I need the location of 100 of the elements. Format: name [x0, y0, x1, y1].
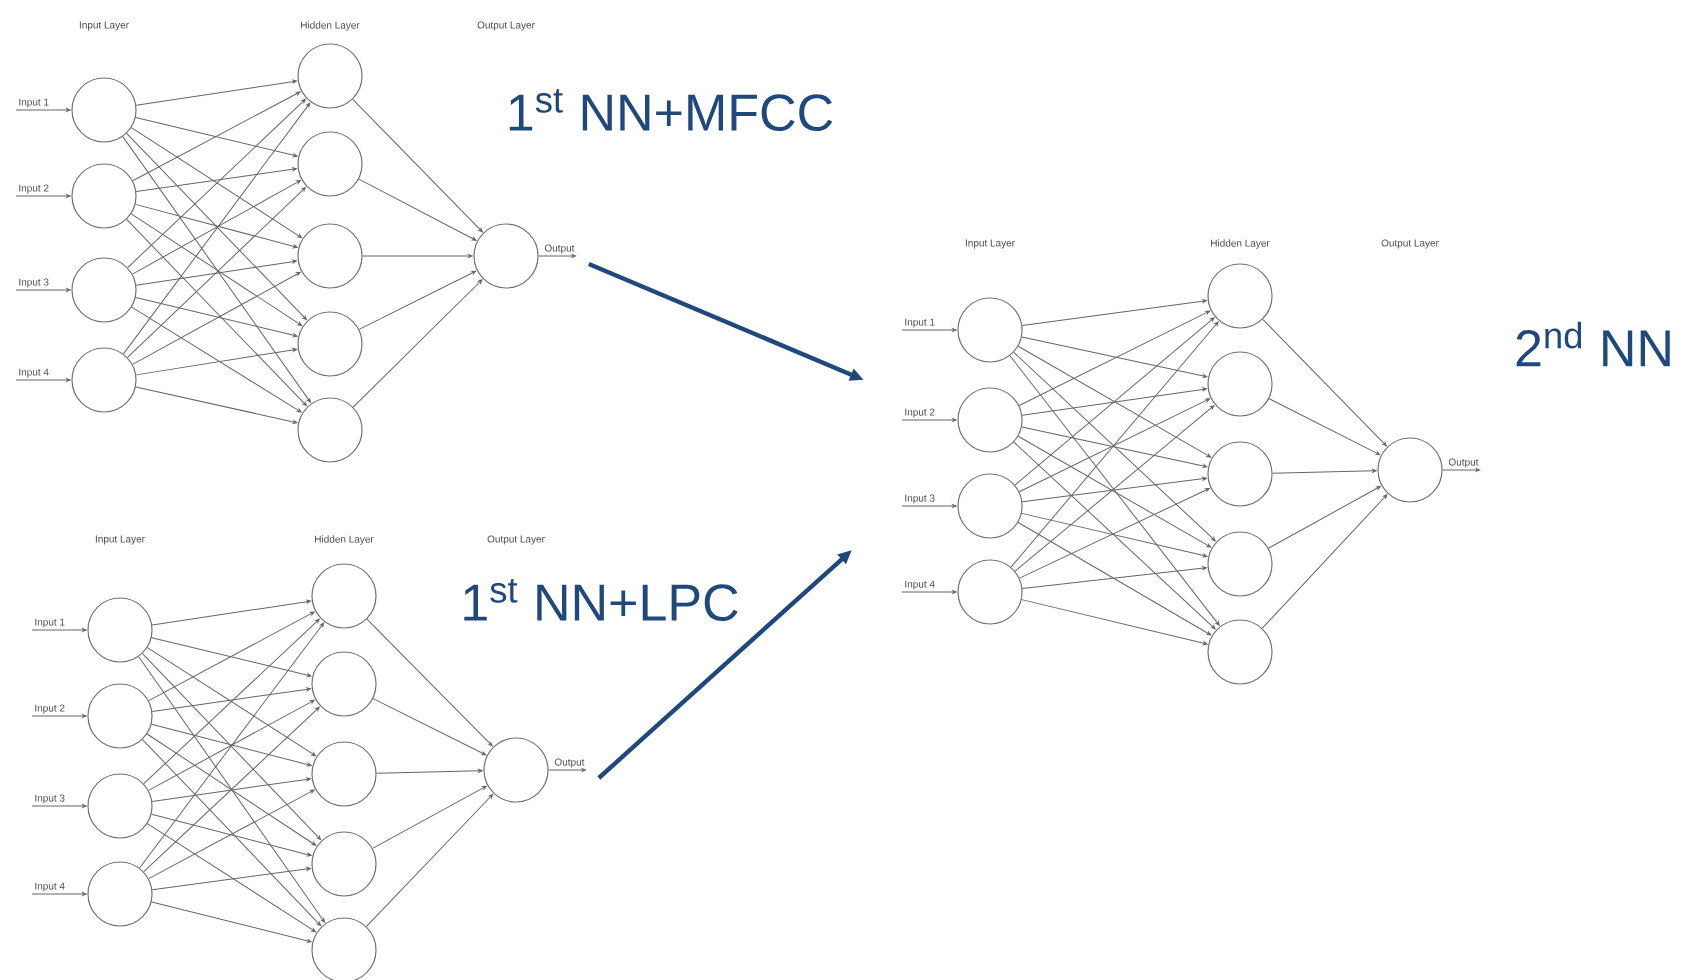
connection-arrow: [15, 288, 71, 292]
connection-arrow: [538, 254, 577, 258]
neuron-circle: [297, 397, 363, 463]
connection-arrow: [15, 108, 71, 112]
neuron-circle: [1207, 619, 1273, 685]
connection-arrow: [901, 418, 957, 422]
connection-arrow: [1021, 599, 1208, 646]
neuron-circle: [297, 311, 363, 377]
connection-arrow: [146, 647, 316, 757]
neuron-circle: [1377, 437, 1443, 503]
neuron-circle: [957, 559, 1023, 625]
connection-arrow: [1272, 469, 1377, 474]
connection-arrow: [143, 706, 320, 873]
connection-arrow: [1021, 566, 1207, 589]
connection-arrow: [135, 348, 298, 376]
connection-arrow: [126, 218, 307, 407]
connection-arrow: [366, 794, 494, 927]
neuron-circle: [71, 257, 137, 323]
connection-arrow: [376, 769, 483, 774]
neuron-circle: [71, 163, 137, 229]
connection-arrow: [1021, 336, 1208, 378]
neuron-circle: [311, 651, 377, 717]
connection-arrow: [131, 306, 302, 413]
connection-arrow: [127, 98, 306, 269]
connection-arrow: [362, 254, 473, 258]
connection-arrow: [146, 823, 316, 933]
connection-arrow: [1010, 321, 1219, 568]
neuron-circle: [71, 77, 137, 143]
connection-arrow: [1021, 299, 1207, 327]
connection-arrow: [1009, 355, 1220, 626]
connection-arrow: [1017, 521, 1212, 636]
connection-arrow: [31, 892, 87, 896]
connection-arrow: [15, 194, 71, 198]
connection-arrow: [1014, 405, 1215, 572]
connection-arrow: [146, 733, 317, 846]
connection-arrow: [151, 777, 311, 802]
connection-arrow: [1018, 398, 1211, 493]
connection-arrow: [135, 167, 297, 192]
connection-arrow: [1021, 387, 1207, 416]
neuron-circle: [87, 683, 153, 749]
connection-arrow: [1014, 317, 1215, 486]
connection-arrow: [1021, 476, 1207, 503]
connection-arrow: [151, 599, 311, 626]
connection-arrow: [901, 328, 957, 332]
neuron-circle: [87, 773, 153, 839]
connection-arrow: [122, 136, 311, 403]
connection-arrow: [31, 628, 87, 632]
connection-arrow: [1442, 468, 1481, 472]
connection-arrow: [135, 386, 298, 424]
connection-arrow: [135, 117, 298, 158]
connection-arrow: [358, 178, 477, 241]
connection-arrow: [132, 91, 301, 182]
connection-arrow: [126, 132, 307, 321]
connection-arrow: [127, 186, 306, 358]
connection-arrow: [1268, 485, 1381, 549]
connection-arrow: [352, 279, 483, 408]
connection-arrow: [1017, 345, 1212, 458]
connection-arrow: [143, 618, 320, 785]
connection-arrow: [142, 653, 322, 841]
neuron-circle: [87, 861, 153, 927]
connection-arrow: [548, 768, 587, 772]
connection-arrow: [135, 203, 298, 249]
neuron-circle: [473, 223, 539, 289]
neuron-circle: [957, 473, 1023, 539]
neuron-circle: [483, 737, 549, 803]
neuron-circle: [1207, 531, 1273, 597]
connection-arrow: [358, 270, 477, 330]
connection-arrow: [372, 698, 487, 756]
neuron-circle: [311, 563, 377, 629]
connection-arrow: [122, 102, 311, 355]
connection-arrow: [135, 259, 297, 286]
connection-arrow: [1262, 318, 1387, 447]
network-title: 1$^{st}$ NN+LPC: [464, 578, 738, 622]
connection-arrow: [1013, 441, 1216, 630]
connection-arrow: [151, 723, 312, 767]
connection-arrow: [1021, 512, 1208, 558]
connection-arrow: [151, 687, 311, 712]
connection-arrow: [31, 804, 87, 808]
neuron-circle: [1207, 263, 1273, 329]
connection-arrow: [148, 789, 315, 880]
connection-arrow: [131, 180, 301, 275]
connection-arrow: [151, 867, 311, 891]
connection-arrow: [1261, 494, 1388, 629]
connection-arrow: [139, 622, 325, 869]
neuron-circle: [297, 131, 363, 197]
connection-arrow: [135, 297, 298, 338]
connection-arrow: [1013, 351, 1216, 542]
connection-arrow: [901, 590, 957, 594]
connection-arrow: [372, 785, 487, 849]
neuron-circle: [1207, 351, 1273, 417]
connection-arrow: [142, 739, 322, 927]
network-title: 2$^{nd}$ NN: [1516, 321, 1670, 367]
connection-arrow: [130, 127, 303, 239]
connection-arrow: [135, 79, 297, 106]
neuron-circle: [1207, 441, 1273, 507]
neuron-circle: [297, 223, 363, 289]
connection-arrow: [151, 637, 312, 678]
neuron-circle: [297, 43, 363, 109]
neuron-circle: [311, 831, 377, 897]
connection-arrow: [31, 714, 87, 718]
